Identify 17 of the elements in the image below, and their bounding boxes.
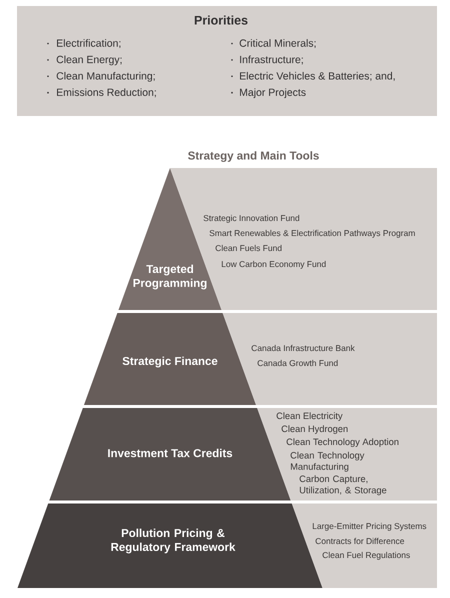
priorities-panel xyxy=(17,6,437,116)
list-item: Emissions Reduction; xyxy=(57,88,156,98)
list-item: Infrastructure; xyxy=(240,56,303,64)
list-item: Electric Vehicles & Batteries; and, xyxy=(240,72,395,81)
tools-band xyxy=(222,313,437,405)
list-item: Canada Growth Fund xyxy=(258,360,338,366)
list-item: Clean Manufacturing; xyxy=(56,72,155,82)
list-item: Low Carbon Economy Fund xyxy=(222,260,326,269)
section-heading: Strategy and Main Tools xyxy=(188,151,319,162)
list-item: Clean Technology Manufacturing xyxy=(290,452,364,472)
panel-heading: Priorities xyxy=(194,15,248,25)
list-item: Critical Minerals; xyxy=(240,39,316,48)
list-item: Carbon Capture, Utilization, & Storage xyxy=(300,475,386,496)
list-item: Major Projects xyxy=(240,88,306,98)
list-item: Electrification; xyxy=(57,39,120,48)
list-item: Clean Fuel Regulations xyxy=(322,552,410,560)
list-item: Clean Energy; xyxy=(56,56,122,66)
